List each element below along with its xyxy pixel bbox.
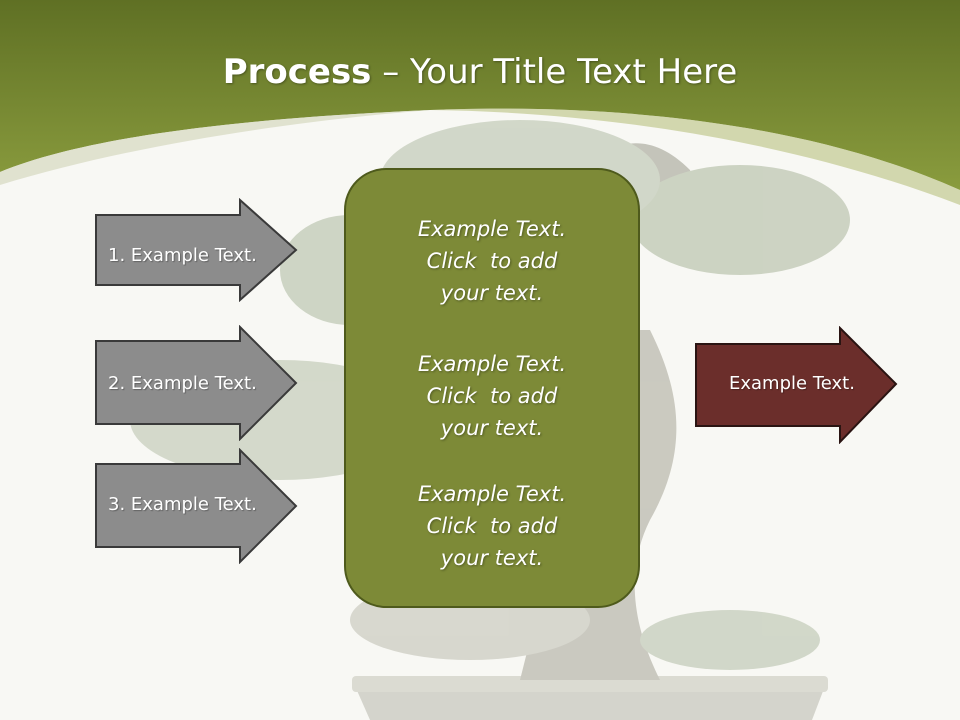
input-arrow-3-label: 3. Example Text. <box>108 494 257 515</box>
center-text-3-line-1: Example Text. <box>417 482 567 506</box>
output-arrow-label: Example Text. <box>729 373 855 394</box>
input-arrow-1 <box>95 198 298 302</box>
center-text-block-1: Example Text. Click to add your text. <box>344 213 640 309</box>
center-text-block-3: Example Text. Click to add your text. <box>344 478 640 574</box>
slide-title: Process – Your Title Text Here <box>0 52 960 92</box>
center-text-3-line-2: Click to add <box>426 514 558 538</box>
center-text-block-2: Example Text. Click to add your text. <box>344 348 640 444</box>
input-arrow-1-label: 1. Example Text. <box>108 245 257 266</box>
output-arrow <box>695 326 898 444</box>
center-text-2-line-3: your text. <box>440 416 544 440</box>
center-process-box <box>344 168 640 608</box>
center-text-1-line-2: Click to add <box>426 249 558 273</box>
center-text-3-line-3: your text. <box>440 546 544 570</box>
center-text-2-line-2: Click to add <box>426 384 558 408</box>
title-rest: – Your Title Text Here <box>371 52 738 92</box>
title-bold: Process <box>222 52 372 92</box>
input-arrow-3 <box>95 448 298 564</box>
center-text-1-line-1: Example Text. <box>417 217 567 241</box>
input-arrow-2 <box>95 325 298 441</box>
center-text-2-line-1: Example Text. <box>417 352 567 376</box>
input-arrow-2-label: 2. Example Text. <box>108 373 257 394</box>
center-text-1-line-3: your text. <box>440 281 544 305</box>
